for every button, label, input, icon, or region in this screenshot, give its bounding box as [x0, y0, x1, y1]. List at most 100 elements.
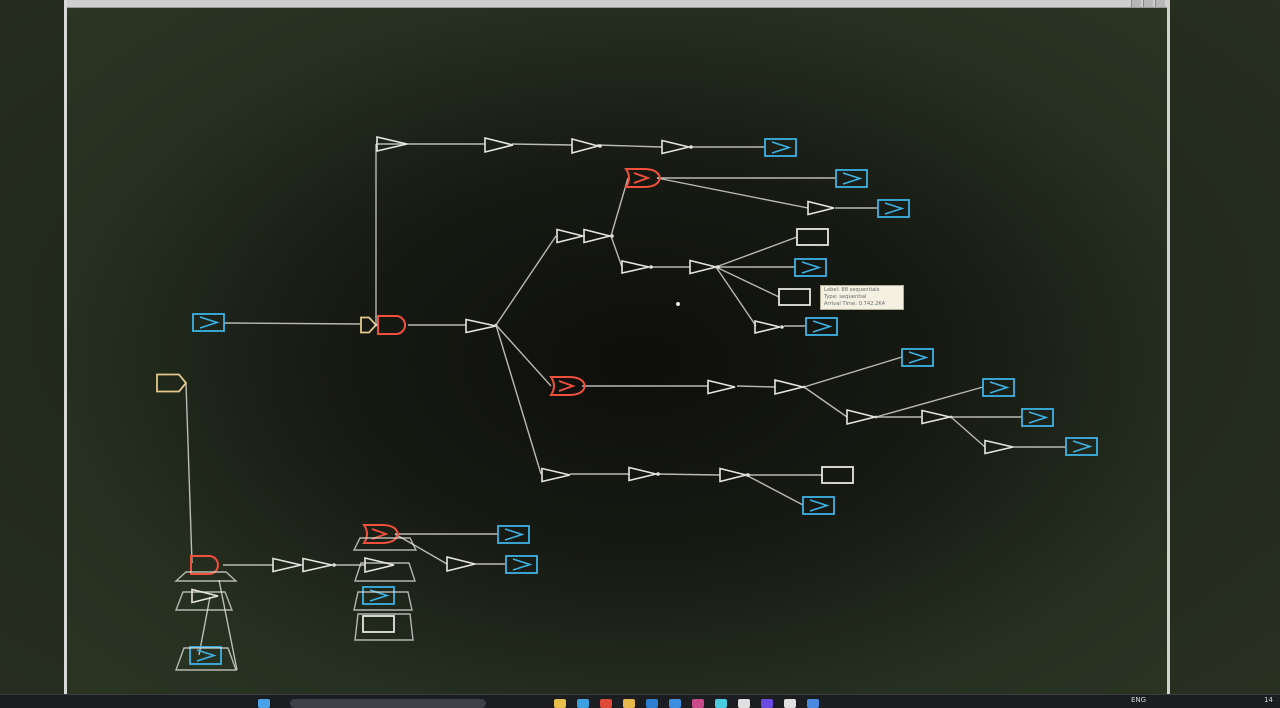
- chrome-icon[interactable]: [600, 699, 612, 708]
- critical-and-gate[interactable]: [190, 555, 219, 575]
- buffer-gate[interactable]: [446, 555, 476, 573]
- output-register-port[interactable]: [192, 313, 225, 332]
- output-register-port[interactable]: [362, 586, 395, 605]
- buffer-gate[interactable]: [921, 409, 951, 425]
- output-register-port[interactable]: [805, 317, 838, 336]
- tooltip: Label: 88 sequentials Type: sequential A…: [820, 285, 904, 310]
- buffer-gate[interactable]: [807, 200, 835, 216]
- buffer-gate[interactable]: [364, 556, 395, 574]
- inverter-gate[interactable]: [661, 139, 693, 155]
- tooltip-type: Type: sequential: [824, 294, 867, 300]
- output-port[interactable]: [778, 288, 811, 306]
- buffer-gate[interactable]: [556, 228, 584, 244]
- inverter-gate[interactable]: [571, 137, 602, 155]
- mail-icon[interactable]: [669, 699, 681, 708]
- output-register-port[interactable]: [505, 555, 538, 574]
- minimize-icon[interactable]: [1131, 0, 1141, 7]
- inverter-gate[interactable]: [719, 467, 750, 483]
- output-port[interactable]: [821, 466, 854, 484]
- taskbar-search-box[interactable]: [290, 699, 486, 708]
- wire: [656, 177, 809, 209]
- app-icon[interactable]: [807, 699, 819, 708]
- critical-and-gate[interactable]: [377, 315, 406, 335]
- edge-browser-icon[interactable]: [577, 699, 589, 708]
- inverter-gate[interactable]: [689, 259, 720, 275]
- output-register-port[interactable]: [189, 646, 222, 665]
- selection-highlight: [353, 591, 413, 611]
- inverter-bubble: [689, 145, 693, 149]
- buffer-gate[interactable]: [272, 557, 302, 573]
- close-icon[interactable]: [1155, 0, 1165, 7]
- wire: [736, 385, 776, 388]
- selection-highlight: [352, 537, 418, 551]
- output-register-port[interactable]: [1065, 437, 1098, 456]
- app-icon[interactable]: [692, 699, 704, 708]
- output-register-port[interactable]: [1021, 408, 1054, 427]
- start-icon[interactable]: [258, 699, 270, 708]
- app-icon[interactable]: [784, 699, 796, 708]
- app-icon[interactable]: [761, 699, 773, 708]
- selection-highlight: [354, 562, 416, 582]
- file-explorer-icon[interactable]: [554, 699, 566, 708]
- wire-junction: [494, 323, 498, 327]
- output-register-port[interactable]: [497, 525, 530, 544]
- wire-junction: [744, 473, 748, 477]
- output-register-port[interactable]: [901, 348, 934, 367]
- buffer-gate[interactable]: [984, 439, 1014, 455]
- wire: [715, 266, 757, 327]
- inverter-gate[interactable]: [583, 228, 614, 244]
- tooltip-arrival-time: Arrival Time: 0.742.2K4: [824, 301, 886, 307]
- wire: [495, 324, 542, 475]
- output-port[interactable]: [796, 228, 829, 246]
- input-chevron-port[interactable]: [360, 316, 378, 334]
- language-indicator[interactable]: ENG: [1131, 696, 1147, 704]
- primary-input-port[interactable]: [156, 373, 188, 393]
- tooltip-label: Label: 88 sequentials: [824, 287, 880, 293]
- critical-or-gate[interactable]: [362, 524, 400, 544]
- store-icon[interactable]: [646, 699, 658, 708]
- wire: [610, 235, 623, 268]
- buffer-gate[interactable]: [465, 318, 497, 334]
- clock[interactable]: 14: [1264, 696, 1273, 704]
- wire: [198, 596, 211, 656]
- buffer-gate[interactable]: [484, 136, 514, 154]
- wire: [950, 416, 986, 448]
- window-title-bar: [67, 0, 1167, 8]
- output-register-port[interactable]: [764, 138, 797, 157]
- wire: [715, 236, 798, 268]
- output-port[interactable]: [362, 615, 395, 633]
- wire: [218, 579, 238, 671]
- inverter-bubble: [746, 473, 750, 477]
- inverter-gate[interactable]: [628, 466, 660, 482]
- folder-icon[interactable]: [623, 699, 635, 708]
- inverter-gate[interactable]: [302, 557, 336, 573]
- maximize-icon[interactable]: [1143, 0, 1153, 7]
- output-register-port[interactable]: [877, 199, 910, 218]
- wire: [495, 324, 552, 387]
- inverter-bubble: [716, 265, 720, 269]
- critical-or-gate[interactable]: [549, 376, 587, 396]
- inverter-bubble: [332, 563, 336, 567]
- output-register-port[interactable]: [802, 496, 835, 515]
- buffer-gate[interactable]: [376, 135, 408, 153]
- critical-or-gate[interactable]: [624, 168, 662, 188]
- app-icon[interactable]: [715, 699, 727, 708]
- inverter-bubble: [780, 325, 784, 329]
- wire: [495, 235, 557, 326]
- wire: [223, 322, 362, 325]
- wire: [185, 382, 193, 564]
- buffer-gate[interactable]: [846, 408, 876, 426]
- inverter-gate[interactable]: [754, 319, 784, 335]
- output-register-port[interactable]: [794, 258, 827, 277]
- app-icon[interactable]: [738, 699, 750, 708]
- wire: [745, 474, 804, 506]
- output-register-port[interactable]: [835, 169, 868, 188]
- buffer-gate[interactable]: [707, 379, 736, 395]
- buffer-gate[interactable]: [774, 378, 804, 396]
- output-register-port[interactable]: [982, 378, 1015, 397]
- buffer-gate[interactable]: [191, 588, 219, 604]
- inverter-gate[interactable]: [621, 260, 653, 274]
- buffer-gate[interactable]: [541, 467, 571, 483]
- wire: [596, 144, 663, 148]
